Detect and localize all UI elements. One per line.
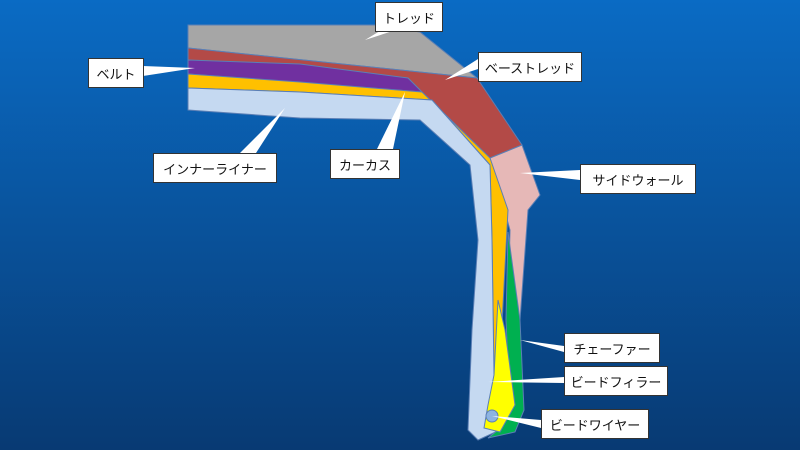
- label-inner-liner: インナーライナー: [153, 153, 277, 183]
- inner-liner-layer: [187, 87, 501, 441]
- leader-bead-wire: [492, 416, 541, 428]
- label-belt: ベルト: [88, 58, 144, 88]
- leader-lines: [143, 28, 580, 428]
- label-tread: トレッド: [375, 2, 443, 32]
- tread-layer: [187, 24, 479, 79]
- leader-base-tread: [445, 59, 478, 80]
- leader-sidewall: [520, 170, 580, 180]
- leader-carcass: [377, 92, 405, 149]
- label-chafer: チェーファー: [564, 333, 660, 363]
- leader-chafer: [520, 340, 564, 352]
- label-sidewall: サイドウォール: [580, 164, 696, 194]
- leader-bead-filler: [488, 377, 564, 383]
- label-bead-wire: ビードワイヤー: [541, 409, 649, 439]
- leader-inner-liner: [240, 108, 285, 153]
- label-carcass: カーカス: [330, 149, 400, 179]
- leader-belt: [143, 66, 195, 76]
- label-base-tread: ベーストレッド: [478, 52, 582, 82]
- belt-layer: [187, 59, 424, 93]
- label-bead-filler: ビードフィラー: [564, 366, 668, 396]
